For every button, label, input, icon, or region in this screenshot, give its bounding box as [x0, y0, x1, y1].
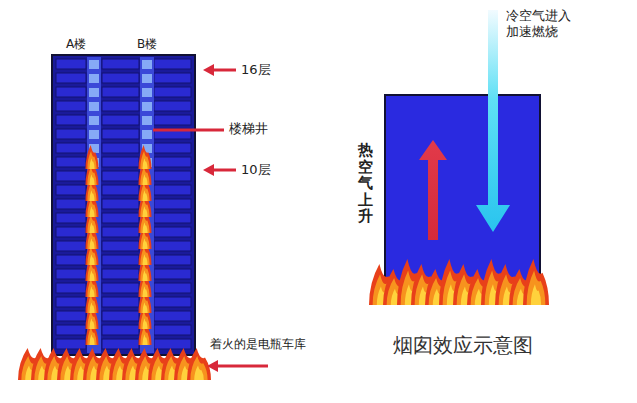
window — [102, 171, 139, 181]
window — [56, 311, 86, 321]
window — [56, 325, 86, 335]
window — [102, 199, 139, 209]
stair-step — [89, 88, 99, 97]
label: 冷空气进入 加速燃烧 — [506, 8, 576, 39]
window — [56, 73, 86, 83]
window — [56, 143, 86, 153]
window — [56, 115, 86, 125]
flame — [86, 145, 99, 169]
window — [56, 157, 86, 167]
window — [56, 227, 86, 237]
window — [154, 157, 191, 167]
window — [56, 171, 86, 181]
stair-step — [142, 60, 152, 69]
window — [154, 73, 191, 83]
window — [154, 101, 191, 111]
window — [154, 241, 191, 251]
window — [56, 185, 86, 195]
window — [102, 269, 139, 279]
window — [56, 339, 86, 349]
window — [154, 199, 191, 209]
window — [102, 185, 139, 195]
window — [154, 59, 191, 69]
window — [56, 255, 86, 265]
window — [102, 311, 139, 321]
stair-step — [142, 130, 152, 139]
window — [102, 241, 139, 251]
stairwell — [140, 57, 154, 353]
window — [154, 171, 191, 181]
label: 楼梯井 — [229, 121, 268, 137]
window — [56, 213, 86, 223]
window — [154, 213, 191, 223]
window — [102, 73, 139, 83]
window — [102, 115, 139, 125]
window — [154, 325, 191, 335]
flame — [139, 145, 152, 169]
cold-air-arrow — [476, 10, 510, 232]
window — [154, 311, 191, 321]
stair-step — [89, 74, 99, 83]
window — [154, 143, 191, 153]
window — [102, 255, 139, 265]
window — [154, 269, 191, 279]
stair-step — [89, 60, 99, 69]
stair-step — [142, 116, 152, 125]
window — [56, 129, 86, 139]
label: A楼 — [66, 37, 86, 51]
window — [154, 339, 191, 349]
label: 16层 — [241, 62, 271, 78]
stair-step — [142, 88, 152, 97]
flame — [523, 259, 549, 305]
flame — [187, 348, 211, 380]
stair-step — [142, 74, 152, 83]
stairwell — [87, 57, 101, 353]
stair-step — [89, 102, 99, 111]
stair-step — [89, 116, 99, 125]
hot-air-arrow — [419, 140, 447, 240]
chimney-box — [385, 95, 540, 285]
label: 着火的是电瓶车库 — [210, 337, 306, 351]
label: 10层 — [241, 162, 271, 178]
window — [102, 101, 139, 111]
window — [154, 185, 191, 195]
window — [102, 297, 139, 307]
window — [56, 241, 86, 251]
window — [56, 59, 86, 69]
window — [154, 115, 191, 125]
window — [102, 213, 139, 223]
label: B楼 — [137, 37, 157, 51]
window — [56, 87, 86, 97]
window — [56, 297, 86, 307]
window — [102, 87, 139, 97]
window — [102, 227, 139, 237]
window — [56, 269, 86, 279]
window — [102, 157, 139, 167]
vertical-label: 热空气上升 — [358, 142, 373, 225]
caption: 烟囱效应示意图 — [393, 333, 533, 357]
window — [154, 297, 191, 307]
window — [102, 283, 139, 293]
window — [154, 283, 191, 293]
building — [52, 55, 195, 355]
window — [56, 101, 86, 111]
window — [102, 325, 139, 335]
stair-step — [142, 102, 152, 111]
window — [102, 129, 139, 139]
window — [102, 339, 139, 349]
window — [154, 87, 191, 97]
stair-step — [89, 130, 99, 139]
window — [56, 283, 86, 293]
window — [154, 255, 191, 265]
window — [102, 59, 139, 69]
window — [102, 143, 139, 153]
pointer-arrows — [153, 64, 268, 372]
window — [154, 227, 191, 237]
window — [56, 199, 86, 209]
